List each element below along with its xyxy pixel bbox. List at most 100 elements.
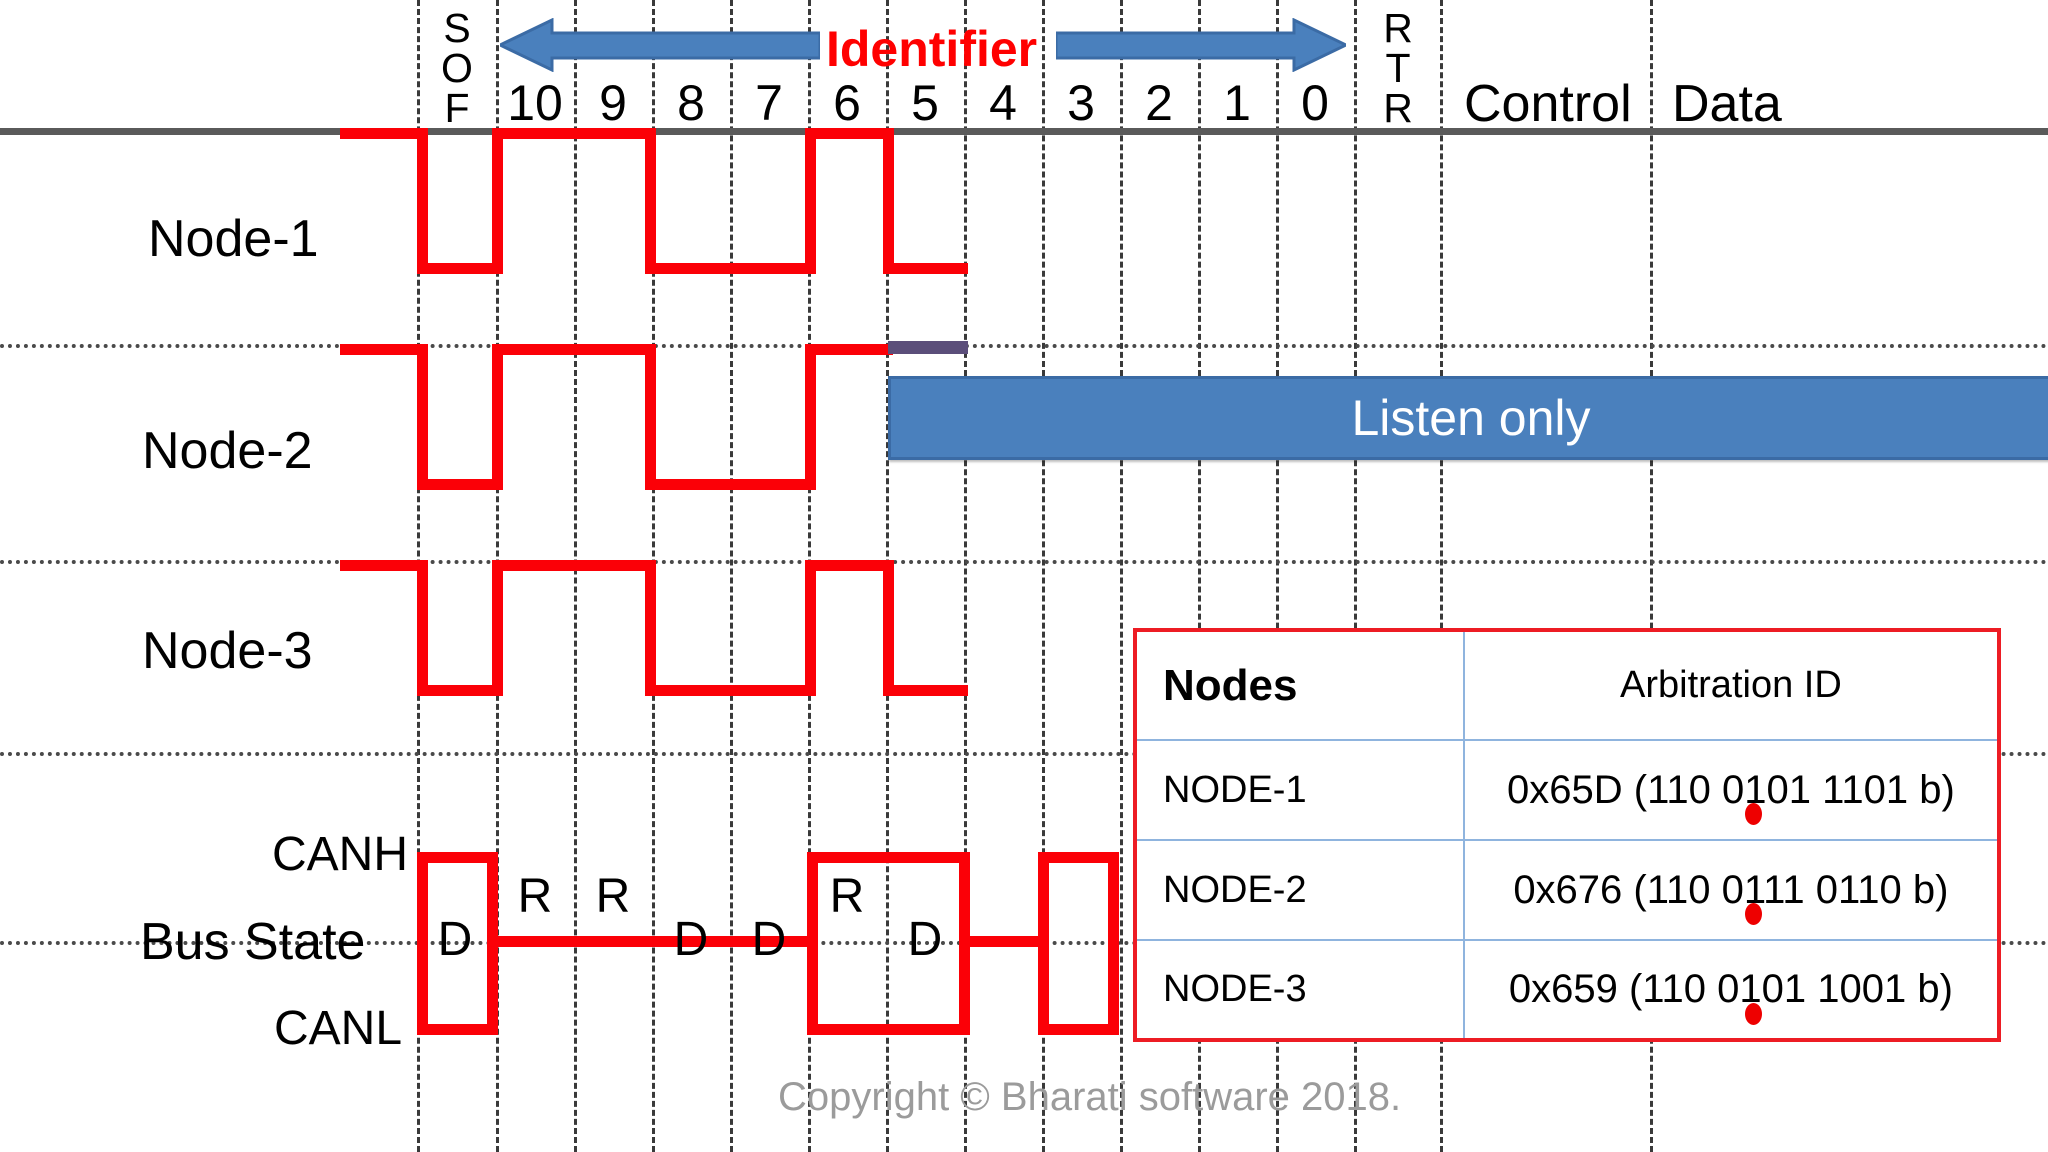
node2-fall-sof: [417, 344, 428, 490]
header-rtr-line-0: R: [1383, 5, 1413, 51]
header-sof-line-1: O: [441, 45, 473, 91]
table-cell-id-text-0: 0x65D (110 0101 1101 b): [1507, 767, 1955, 812]
table-cell-node-2: NODE-3: [1137, 940, 1465, 1038]
gridline-rtr-start: [1354, 0, 1357, 1152]
bus-bit5-edge-right: [1108, 852, 1119, 1035]
node2-sof-low: [417, 479, 502, 490]
bus-bit6-recessive: [959, 936, 1044, 947]
header-bit-2: 2: [1145, 75, 1173, 131]
bus-bit5-canl-bottom: [1038, 1024, 1119, 1035]
node3-rise-bit10: [492, 560, 503, 696]
node1-bit6-high: [805, 128, 893, 139]
bus-bit10-9-recessive: [487, 936, 812, 947]
header-bit-4: 4: [989, 75, 1017, 131]
node3-bit5-low-lost: [883, 685, 968, 696]
header-bit-3: 3: [1067, 75, 1095, 131]
table-header-row: Nodes Arbitration ID: [1137, 632, 1997, 742]
listen-only-label: Listen only: [1351, 390, 1591, 446]
header-rtr-line-1: T: [1385, 45, 1411, 91]
node2-bit5-winner-stub: [888, 341, 968, 354]
bus-bit5-canh-top: [1038, 852, 1119, 863]
header-bit-8: 8: [677, 75, 705, 131]
node3-bit8-7-low: [645, 685, 815, 696]
row-label-node1: Node-1: [148, 210, 319, 268]
copyright-text: Copyright © Bharati software 2018.: [778, 1075, 1402, 1119]
node2-idle-high: [340, 344, 424, 355]
table-cell-id-1: 0x676 (110 0111 0110 b): [1463, 840, 1997, 942]
gridline-bit0-start: [1276, 0, 1279, 1152]
node2-baseline: [0, 344, 2048, 348]
bus-bit-label-3: D: [673, 913, 709, 966]
gridline-bit2-start: [1120, 0, 1123, 1152]
bit-marker-dot-icon-1: [1744, 903, 1762, 926]
header-bit-6: 6: [833, 75, 861, 131]
node3-fall-sof: [417, 560, 428, 696]
node1-bit10-9-high: [492, 128, 655, 139]
node2-bit8-7-low: [645, 479, 815, 490]
bus-sof-canh-top: [417, 852, 498, 863]
node1-idle-high: [340, 128, 424, 139]
header-bit-5: 5: [911, 75, 939, 131]
bit-marker-dot-icon-0: [1744, 803, 1762, 826]
row-label-bus-state: Bus State: [140, 913, 366, 971]
row-label-canh: CANH: [272, 828, 409, 881]
table-cell-node-0: NODE-1: [1137, 740, 1465, 842]
node3-bit10-9-high: [492, 560, 655, 571]
identifier-arrow-left-icon: [496, 17, 822, 73]
node2-bit10-9-high: [492, 344, 655, 355]
bus-bit8-7-canh-top: [807, 852, 970, 863]
node3-bit6-high: [805, 560, 893, 571]
header-bit-7: 7: [755, 75, 783, 131]
node1-bit8-7-low: [645, 263, 815, 274]
table-cell-id-2: 0x659 (110 0101 1001 b): [1464, 940, 1997, 1038]
gridline-bit3-start: [1042, 0, 1045, 1152]
gridline-control-start: [1440, 0, 1443, 1152]
bus-bit8-7-canl-bottom: [807, 1024, 970, 1035]
header-rtr: R T R: [1368, 5, 1428, 129]
node3-fall-bit5: [883, 560, 894, 696]
arbitration-table: Nodes Arbitration ID NODE-1 0x65D (110 0…: [1133, 628, 2001, 1042]
header-bit-9: 9: [599, 75, 627, 131]
bus-bit-label-5: R: [829, 870, 865, 923]
table-row: NODE-2 0x676 (110 0111 0110 b): [1137, 840, 1997, 942]
header-sof-line-0: S: [443, 5, 471, 51]
node2-fall-bit8: [645, 344, 656, 490]
table-cell-id-0: 0x65D (110 0101 1101 b): [1463, 740, 1997, 842]
table-header-nodes: Nodes: [1137, 632, 1465, 742]
node3-fall-bit8: [645, 560, 656, 696]
gridline-bit4-start: [964, 0, 967, 1152]
header-data: Data: [1672, 75, 1782, 133]
node1-rise-bit10: [492, 128, 503, 274]
node1-bit5-low-lost: [883, 263, 968, 274]
header-bit-10: 10: [507, 75, 563, 131]
gridline-bit7-start: [730, 0, 733, 1152]
bit-marker-dot-icon-2: [1744, 1003, 1762, 1026]
bus-bit-label-4: D: [751, 913, 787, 966]
node2-rise-bit6: [805, 344, 816, 490]
header-bit-0: 0: [1301, 75, 1329, 131]
gridline-bit9-start: [574, 0, 577, 1152]
row-label-canl: CANL: [274, 1002, 403, 1055]
node2-rise-bit10: [492, 344, 503, 490]
table-header-arbitration-id: Arbitration ID: [1463, 632, 1997, 742]
node1-baseline: [0, 128, 2048, 135]
header-sof-line-2: F: [444, 85, 470, 131]
node1-fall-bit5: [883, 128, 894, 274]
node3-baseline: [0, 560, 2048, 564]
node1-fall-sof: [417, 128, 428, 274]
spare-baseline: [0, 752, 2048, 756]
header-control: Control: [1464, 75, 1632, 133]
bus-sof-canl-bottom: [417, 1024, 498, 1035]
identifier-arrow-right-icon: [1054, 17, 1350, 73]
bus-bit8-edge-left: [807, 852, 818, 1035]
node1-rise-bit6: [805, 128, 816, 274]
table-row: NODE-1 0x65D (110 0101 1101 b): [1137, 740, 1997, 842]
header-sof: S O F: [427, 5, 487, 131]
table-cell-id-text-1: 0x676 (110 0111 0110 b): [1513, 867, 1949, 912]
node3-idle-high: [340, 560, 424, 571]
node1-fall-bit8: [645, 128, 656, 274]
row-label-node2: Node-2: [142, 422, 313, 480]
identifier-label: Identifier: [826, 21, 1038, 77]
bus-sof-edge-left: [417, 852, 428, 1035]
